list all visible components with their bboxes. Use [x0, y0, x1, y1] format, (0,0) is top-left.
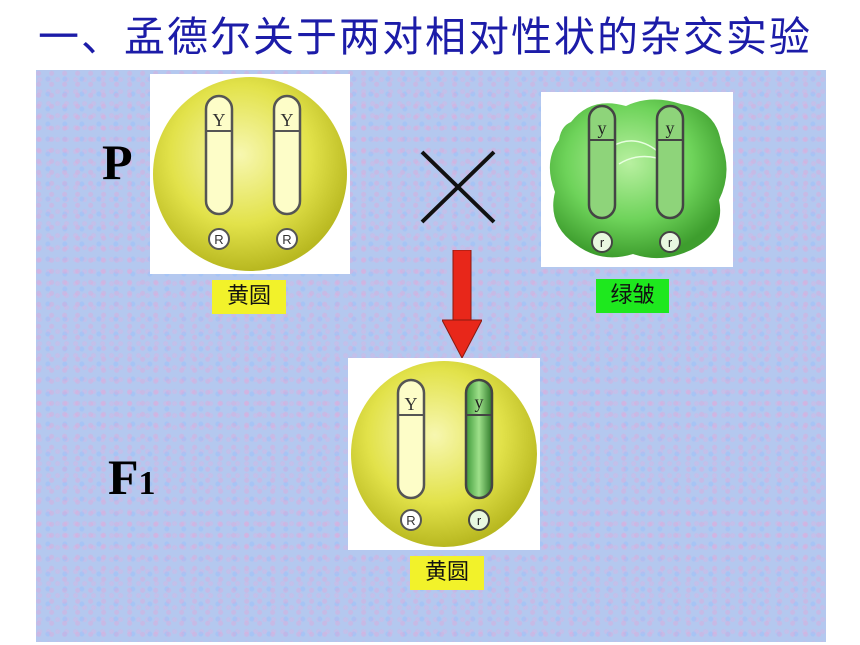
allele-right-bottom: r: [477, 513, 482, 528]
chromosome-right: [655, 104, 685, 220]
caption-parent-green-wrinkled: 绿皱: [596, 279, 669, 313]
f1-seed-illustration: Y y R r: [351, 361, 537, 547]
allele-right-bottom: R: [282, 232, 291, 247]
cross-symbol-icon: [420, 150, 496, 224]
allele-left-bottom: R: [406, 513, 415, 528]
allele-right-top: Y: [281, 110, 294, 130]
allele-right-bottom: r: [668, 235, 673, 250]
parent-yellow-round-cell: Y Y R R: [150, 74, 350, 274]
green-seed-illustration: y y r r: [549, 99, 727, 259]
allele-left-top: y: [598, 118, 607, 138]
seed-circle: [351, 361, 537, 547]
f1-offspring-cell: Y y R r: [348, 358, 540, 550]
parent-green-wrinkled-cell: y y r r: [541, 92, 733, 267]
generation-label-p: P: [102, 134, 133, 190]
allele-left-bottom: R: [214, 232, 223, 247]
caption-f1-offspring: 黄圆: [410, 556, 484, 590]
f1-subscript: 1: [138, 465, 156, 502]
page-title: 一、孟德尔关于两对相对性状的杂交实验: [38, 13, 812, 61]
chromosome-left: [396, 378, 426, 500]
f1-letter: F: [108, 449, 139, 505]
chromosome-right: [464, 378, 494, 500]
allele-left-top: Y: [405, 394, 418, 414]
allele-right-top: y: [475, 392, 484, 412]
chromosome-left: [204, 94, 234, 216]
chromosome-left: [587, 104, 617, 220]
allele-left-bottom: r: [600, 235, 605, 250]
chromosome-right: [272, 94, 302, 216]
seed-circle: [153, 77, 347, 271]
caption-parent-yellow-round: 黄圆: [212, 280, 286, 314]
allele-left-top: Y: [213, 110, 226, 130]
yellow-seed-illustration: Y Y R R: [153, 77, 347, 271]
generation-label-f1: F1: [108, 449, 156, 512]
allele-right-top: y: [666, 118, 675, 138]
wrinkled-seed-shape: [549, 99, 727, 259]
arrow-down-icon: [442, 250, 482, 360]
